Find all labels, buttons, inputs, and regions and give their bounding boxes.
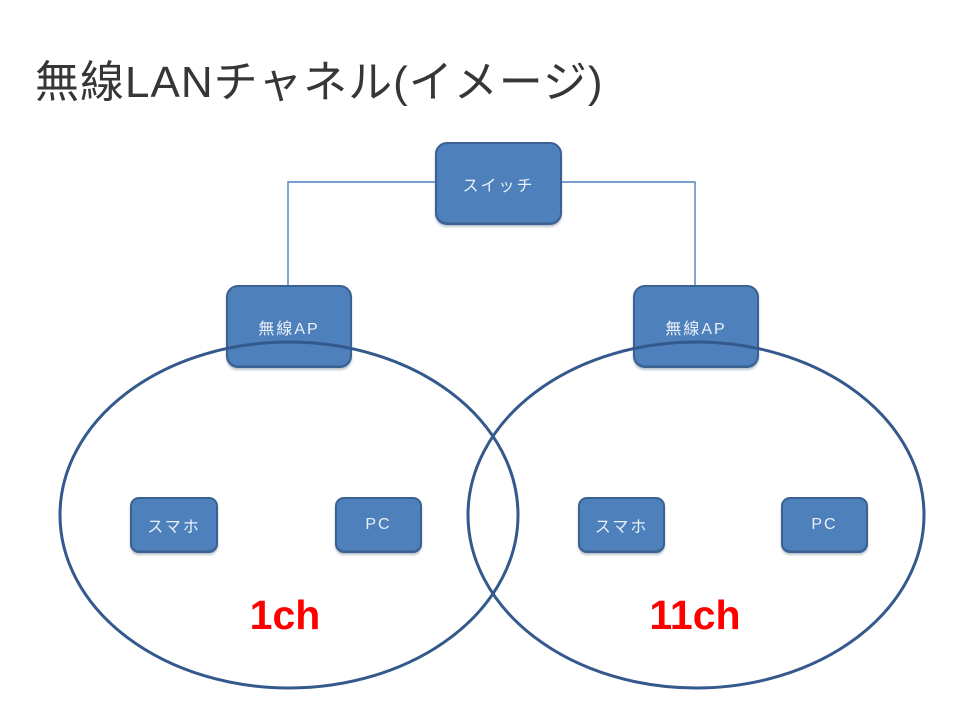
wireless-ap-right-node: 無線AP (633, 285, 759, 368)
pc-left-label: PC (365, 516, 392, 533)
channel-label-11ch: 11ch (649, 592, 741, 638)
page-title: 無線LANチャネル(イメージ) (35, 58, 604, 107)
pc-left-node: PC (335, 497, 422, 553)
pc-right-label: PC (811, 516, 838, 533)
switch-node: スイッチ (435, 142, 562, 225)
switch-node-label: スイッチ (462, 177, 535, 195)
channel-label-1ch: 1ch (249, 592, 321, 638)
connector-switch-to-ap-left (287, 181, 435, 285)
smartphone-left-node: スマホ (130, 497, 218, 553)
wireless-ap-left-node: 無線AP (226, 285, 352, 368)
connector-switch-to-ap-right (562, 181, 696, 285)
wireless-ap-right-label: 無線AP (665, 320, 727, 338)
smartphone-right-label: スマホ (594, 519, 649, 536)
smartphone-right-node: スマホ (578, 497, 665, 553)
wireless-ap-left-label: 無線AP (258, 320, 320, 338)
pc-right-node: PC (781, 497, 868, 553)
smartphone-left-label: スマホ (147, 519, 201, 536)
